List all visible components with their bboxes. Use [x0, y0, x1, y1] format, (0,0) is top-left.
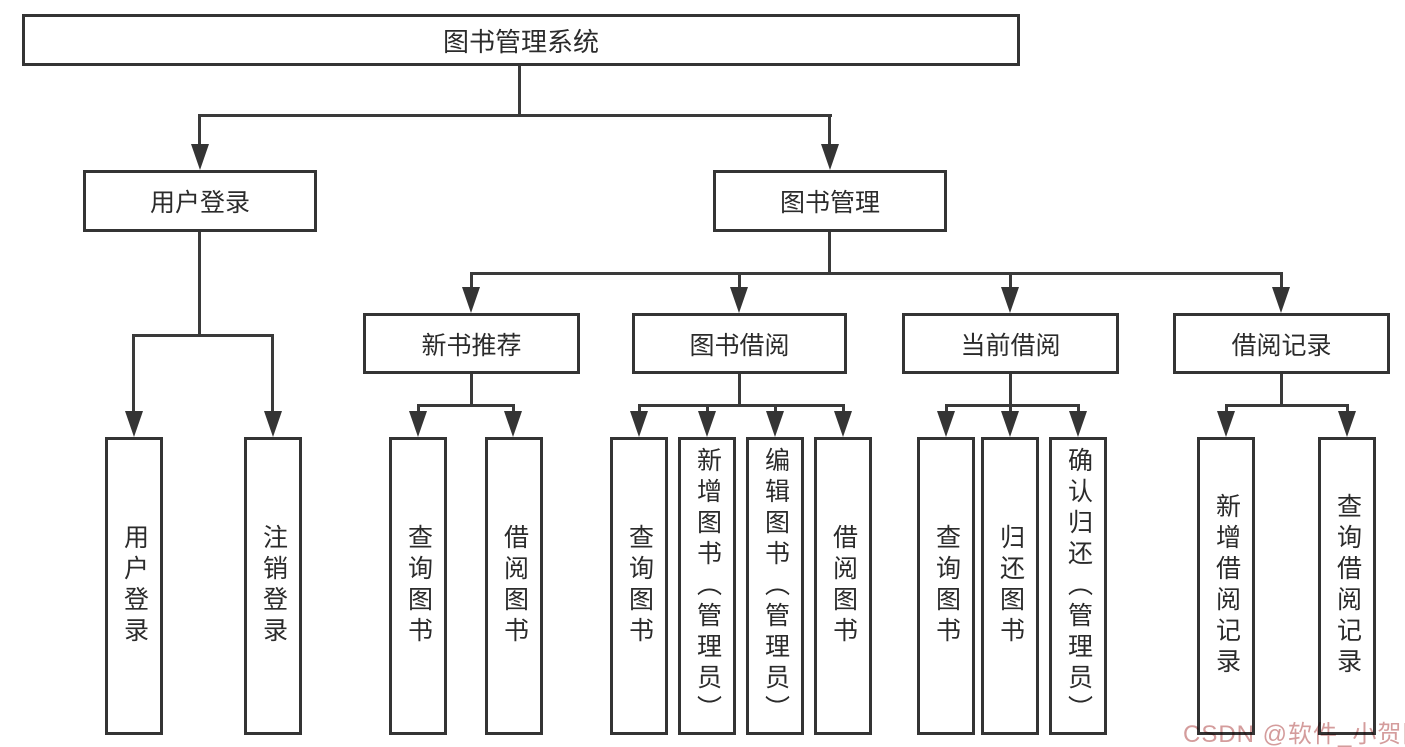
arrowhead-return-book [1001, 411, 1019, 437]
node-leaf-query-book-3: 查询图书 [917, 437, 975, 735]
arrowhead-add-book [698, 411, 716, 437]
arrowhead-confirm-return [1069, 411, 1087, 437]
connector-drop-confirm-return [1077, 404, 1080, 415]
connector-drop-add-record [1225, 404, 1228, 415]
connector-newbook-stem [470, 374, 473, 407]
node-book-borrow: 图书借阅 [632, 313, 847, 374]
connector-newbook-bus [417, 404, 515, 407]
connector-drop-current-borrow [1009, 272, 1012, 292]
arrowhead-book-management [821, 144, 839, 170]
connector-bookborrow-stem [738, 374, 741, 407]
node-leaf-borrow-book-2: 借阅图书 [814, 437, 872, 735]
connector-drop-borrow-2 [842, 404, 845, 415]
node-leaf-logout: 注销登录 [244, 437, 302, 735]
connector-drop-leaf-user-login [132, 334, 135, 415]
arrowhead-edit-book [766, 411, 784, 437]
node-leaf-borrow-book-1: 借阅图书 [485, 437, 543, 735]
arrowhead-current-borrow [1001, 287, 1019, 313]
connector-drop-query-record [1346, 404, 1349, 415]
connector-bookmgmt-stem [828, 230, 831, 274]
arrowhead-new-book [462, 287, 480, 313]
connector-drop-book-management [828, 114, 831, 148]
node-leaf-confirm-return-admin: 确认归还（管理员） [1049, 437, 1107, 735]
arrowhead-query-record [1338, 411, 1356, 437]
connector-drop-query-3 [945, 404, 948, 415]
node-library-system: 图书管理系统 [22, 14, 1020, 66]
connector-drop-query-1 [417, 404, 420, 415]
arrowhead-add-record [1217, 411, 1235, 437]
connector-currentborrow-stem [1009, 374, 1012, 407]
connector-drop-book-borrow [738, 272, 741, 292]
connector-drop-return-book [1009, 404, 1012, 415]
node-borrow-records: 借阅记录 [1173, 313, 1390, 374]
connector-user-stem [198, 230, 201, 336]
node-current-borrow: 当前借阅 [902, 313, 1119, 374]
node-leaf-add-book-admin: 新增图书（管理员） [678, 437, 736, 735]
arrowhead-query-2 [630, 411, 648, 437]
arrowhead-query-1 [409, 411, 427, 437]
connector-root-stem [518, 64, 521, 117]
connector-records-stem [1280, 374, 1283, 407]
node-leaf-return-book: 归还图书 [981, 437, 1039, 735]
node-leaf-query-book-2: 查询图书 [610, 437, 668, 735]
node-new-book-recommend: 新书推荐 [363, 313, 580, 374]
arrowhead-borrow-records [1272, 287, 1290, 313]
connector-drop-borrow-records [1280, 272, 1283, 292]
connector-drop-edit-book [774, 404, 777, 415]
connector-drop-user-login [198, 114, 201, 148]
connector-bookborrow-bus [638, 404, 844, 407]
connector-drop-leaf-logout [271, 334, 274, 415]
arrowhead-borrow-2 [834, 411, 852, 437]
connector-records-bus [1225, 404, 1348, 407]
connector-drop-query-2 [638, 404, 641, 415]
arrowhead-leaf-user-login [125, 411, 143, 437]
connector-bookmgmt-bus [470, 272, 1282, 275]
node-leaf-user-login: 用户登录 [105, 437, 163, 735]
arrowhead-user-login [191, 144, 209, 170]
node-leaf-add-borrow-record: 新增借阅记录 [1197, 437, 1255, 735]
arrowhead-query-3 [937, 411, 955, 437]
node-book-management: 图书管理 [713, 170, 947, 232]
connector-drop-borrow-1 [512, 404, 515, 415]
node-leaf-query-book-1: 查询图书 [389, 437, 447, 735]
arrowhead-leaf-logout [264, 411, 282, 437]
arrowhead-borrow-1 [504, 411, 522, 437]
node-leaf-query-borrow-record: 查询借阅记录 [1318, 437, 1376, 735]
connector-drop-new-book [470, 272, 473, 292]
connector-currentborrow-bus [945, 404, 1080, 407]
node-leaf-edit-book-admin: 编辑图书（管理员） [746, 437, 804, 735]
watermark: CSDN @软件_小贺同学 [1183, 721, 1405, 747]
connector-user-bus [132, 334, 274, 337]
node-user-login-group: 用户登录 [83, 170, 317, 232]
connector-root-bus [198, 114, 832, 117]
connector-drop-add-book [706, 404, 709, 415]
arrowhead-book-borrow [730, 287, 748, 313]
